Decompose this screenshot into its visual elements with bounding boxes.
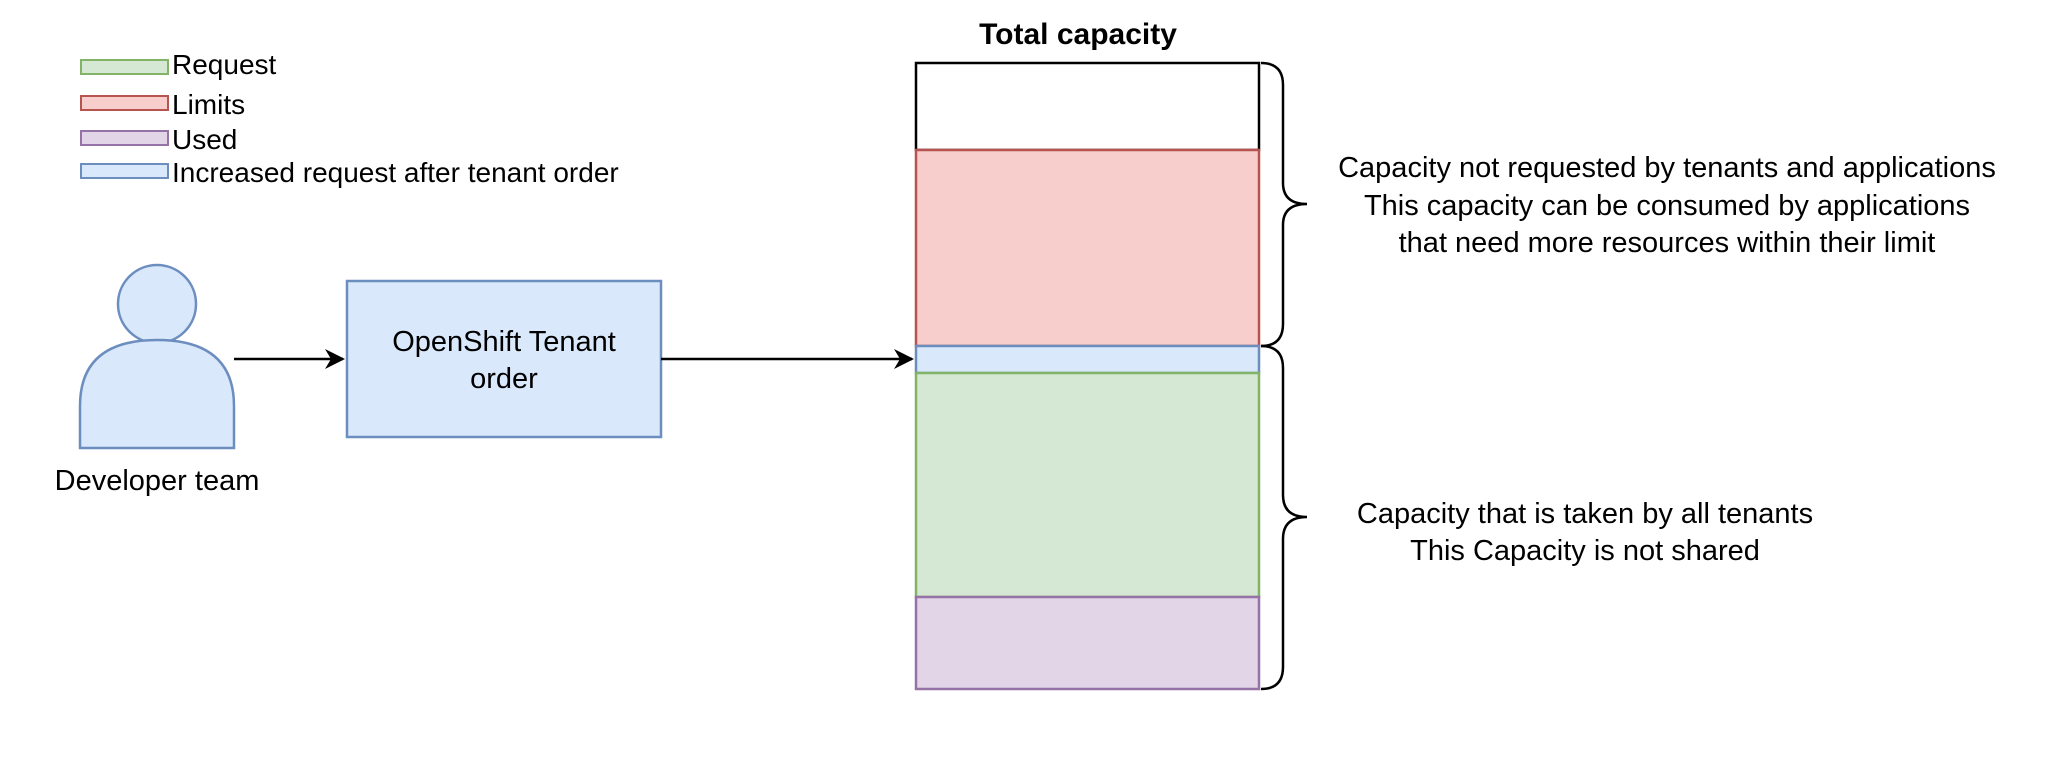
person-label: Developer team bbox=[55, 465, 260, 497]
lower-brace bbox=[1260, 344, 1308, 691]
legend-label-request: Request bbox=[172, 49, 277, 80]
person-icon bbox=[78, 263, 236, 450]
legend-swatch-limits bbox=[80, 95, 169, 111]
capacity-segment-request bbox=[914, 371, 1261, 599]
legend-label-limits: Limits bbox=[172, 89, 245, 120]
person-head bbox=[116, 263, 198, 345]
capacity-segment-used bbox=[914, 595, 1261, 691]
upper-brace bbox=[1260, 61, 1308, 348]
capacity-title: Total capacity bbox=[979, 18, 1177, 51]
upper-note-line1: Capacity not requested by tenants and ap… bbox=[1338, 152, 1996, 184]
upper-note-line2: This capacity can be consumed by applica… bbox=[1364, 190, 1970, 222]
person-body bbox=[78, 338, 236, 450]
legend: Request Limits Used Increased request af… bbox=[80, 49, 619, 188]
lower-note-line1: Capacity that is taken by all tenants bbox=[1357, 498, 1813, 530]
legend-label-used: Used bbox=[172, 124, 237, 155]
upper-note: Capacity not requested by tenants and ap… bbox=[1338, 152, 1996, 259]
tenant-order-box: OpenShift Tenant order bbox=[345, 279, 663, 439]
legend-swatch-increased bbox=[80, 163, 169, 179]
tenant-order-label-line2: order bbox=[470, 363, 538, 395]
tenant-order-label-line1: OpenShift Tenant bbox=[392, 326, 616, 358]
legend-swatch-used bbox=[80, 130, 169, 146]
capacity-segment-increased-request bbox=[914, 344, 1261, 375]
capacity-segment-unrequested bbox=[914, 61, 1261, 152]
capacity-stack bbox=[914, 61, 1261, 691]
capacity-segment-limits bbox=[914, 148, 1261, 348]
upper-note-line3: that need more resources within their li… bbox=[1399, 227, 1936, 259]
lower-note-line2: This Capacity is not shared bbox=[1410, 535, 1760, 567]
legend-swatch-request bbox=[80, 59, 169, 75]
tenant-order-rect bbox=[345, 279, 663, 439]
legend-label-increased: Increased request after tenant order bbox=[172, 157, 619, 188]
lower-note: Capacity that is taken by all tenants Th… bbox=[1357, 498, 1813, 567]
